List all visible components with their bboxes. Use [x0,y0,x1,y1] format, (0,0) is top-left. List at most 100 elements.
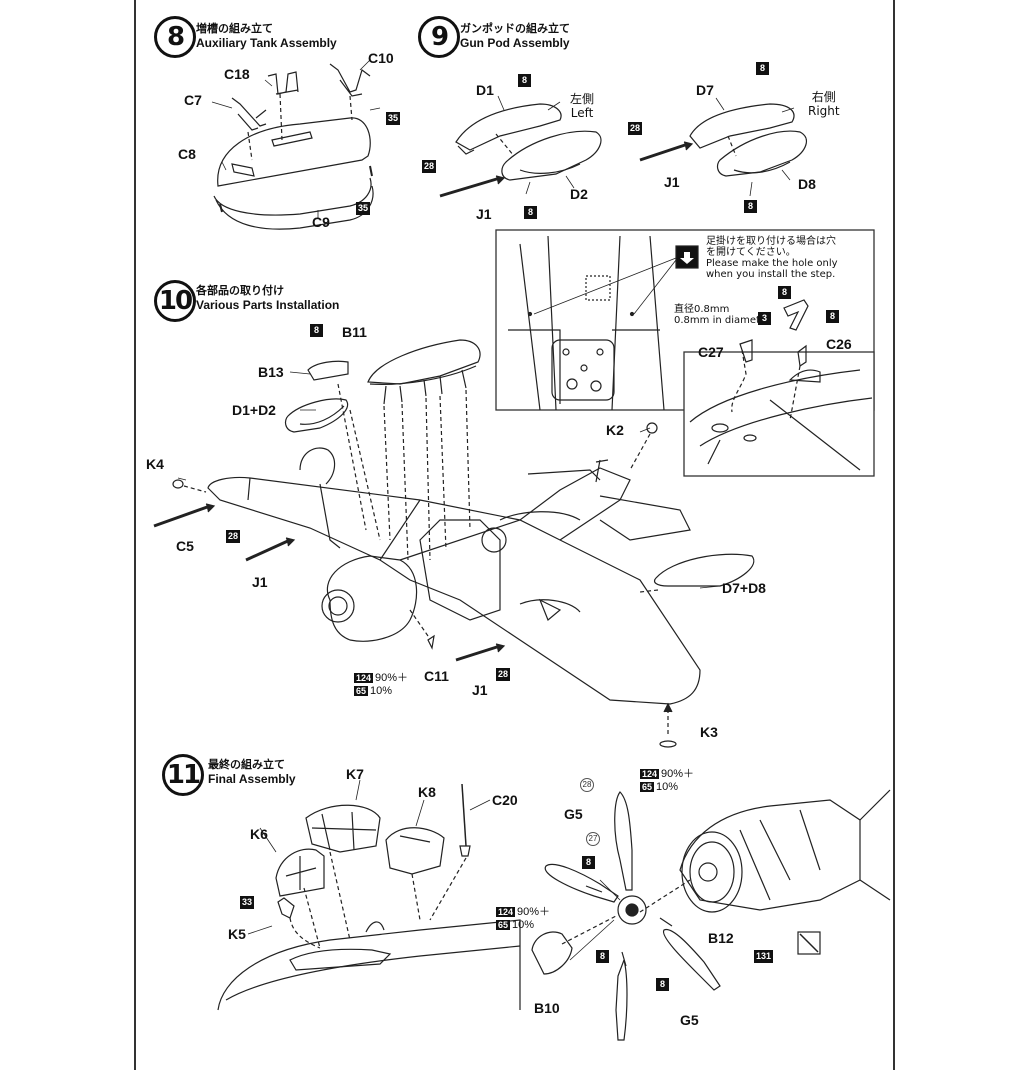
part-label-c10: C10 [368,50,394,66]
mix-color-code-1: 124 [354,673,374,683]
paint-code-8-prop-a: 8 [582,856,595,869]
inset-note: 足掛けを取り付ける場合は穴 を開けてください。 Please make the … [706,236,838,280]
step-8-title-en: Auxiliary Tank Assembly [196,36,337,50]
mix-color-code-1: 124 [496,907,516,917]
paint-code-35-b: 35 [356,202,371,215]
step-9-title-en: Gun Pod Assembly [460,36,570,50]
hole-diameter-en: 0.8mm in diameter [674,315,771,326]
paint-code-8-step-a: 8 [778,286,791,299]
propeller-drawing [531,789,891,1041]
step-10-number: 10 [154,280,196,322]
step-10-title-en: Various Parts Installation [196,298,340,312]
part-label-k6: K6 [250,826,268,842]
gun-pod-left-drawing [439,95,602,198]
part-label-d7: D7 [696,82,714,98]
step-8-title-jp: 増槽の組み立て [196,22,273,35]
inset-note-en-1: Please make the hole only [706,258,838,269]
part-label-k7: K7 [346,766,364,782]
mix-color-code-2: 65 [354,686,369,696]
part-label-j1-lower: J1 [472,682,488,698]
mix-ratio-2: 10% [370,685,393,697]
inset-note-jp-1: 足掛けを取り付ける場合は穴 [706,236,836,247]
part-label-c27: C27 [698,344,724,360]
mix-ratio-2: 10% [656,781,679,793]
part-label-c5: C5 [176,538,194,554]
paint-code-131: 131 [754,950,774,963]
paint-code-27-prop: 27 [586,832,600,846]
step-8-number: 8 [154,16,196,58]
part-label-g5-bottom: G5 [680,1012,699,1028]
part-label-g5-top: G5 [564,806,583,822]
part-label-j1-left: J1 [476,206,492,222]
part-label-c8: C8 [178,146,196,162]
part-label-b11: B11 [342,324,367,340]
mix-ratio-1: 90%＋ [375,672,409,684]
part-label-c9: C9 [312,214,330,230]
inset-note-en-2: when you install the step. [706,269,836,280]
page-border-left [134,0,136,1070]
paint-code-33-k5: 33 [240,896,255,909]
right-side-jp: 右側 [811,90,836,104]
mix-ratio-1: 90%＋ [517,906,551,918]
paint-code-28-j1-wing: 28 [226,530,241,543]
part-label-c26: C26 [826,336,852,352]
page-border-right [893,0,895,1070]
mix-color-code-2: 65 [496,920,511,930]
hole-diameter-jp: 直径0.8mm [674,304,730,315]
part-label-d7-d8: D7+D8 [722,580,766,596]
paint-code-8-d8: 8 [744,200,757,213]
paint-code-3-step: 3 [758,312,771,325]
hole-diameter-note: 直径0.8mm 0.8mm in diameter [674,304,770,326]
part-label-k5: K5 [228,926,246,942]
paint-code-28-j1-lower: 28 [496,668,511,681]
paint-code-28-j1: 28 [422,160,437,173]
step-hole-inset [495,229,875,477]
aircraft-drawing [153,339,755,748]
part-label-c20: C20 [492,792,518,808]
mix-ratio-2: 10% [512,919,535,931]
paint-code-28-j1-right: 28 [628,122,643,135]
part-label-c11: C11 [424,668,449,684]
step-11-title-en: Final Assembly [208,772,296,786]
part-label-j1-wing: J1 [252,574,268,590]
part-label-b10: B10 [534,1000,560,1016]
part-label-d8: D8 [798,176,816,192]
part-label-c18: C18 [224,66,250,82]
part-label-j1-right: J1 [664,174,680,190]
paint-code-8-b11: 8 [310,324,323,337]
mix-color-code-1: 124 [640,769,660,779]
paint-code-28-prop: 28 [580,778,594,792]
step-10-title-jp: 各部品の取り付け [196,284,284,297]
gun-pod-right-drawing [639,97,808,197]
paint-code-35-a: 35 [386,112,401,125]
paint-code-8-d7: 8 [756,62,769,75]
inset-note-jp-2: を開けてください。 [706,247,796,258]
part-label-c7: C7 [184,92,202,108]
part-label-d1-d2: D1+D2 [232,402,276,418]
part-label-k2: K2 [606,422,624,438]
step-11-title-jp: 最終の組み立て [208,758,285,771]
part-label-d2: D2 [570,186,588,202]
paint-code-8-prop-b: 8 [596,950,609,963]
part-label-k3: K3 [700,724,718,740]
paint-code-8-d2: 8 [524,206,537,219]
right-side-en: Right [808,104,840,118]
paint-code-8-d1: 8 [518,74,531,87]
mix-color-code-2: 65 [640,782,655,792]
step-9-title-jp: ガンポッドの組み立て [460,22,570,35]
step-9-number: 9 [418,16,460,58]
paint-code-8-prop-c: 8 [656,978,669,991]
part-label-b13: B13 [258,364,284,380]
part-label-k8: K8 [418,784,436,800]
left-side-en: Left [570,106,594,120]
paint-code-8-step-b: 8 [826,310,839,323]
left-side-jp: 左側 [570,92,595,106]
part-label-b12: B12 [708,930,734,946]
